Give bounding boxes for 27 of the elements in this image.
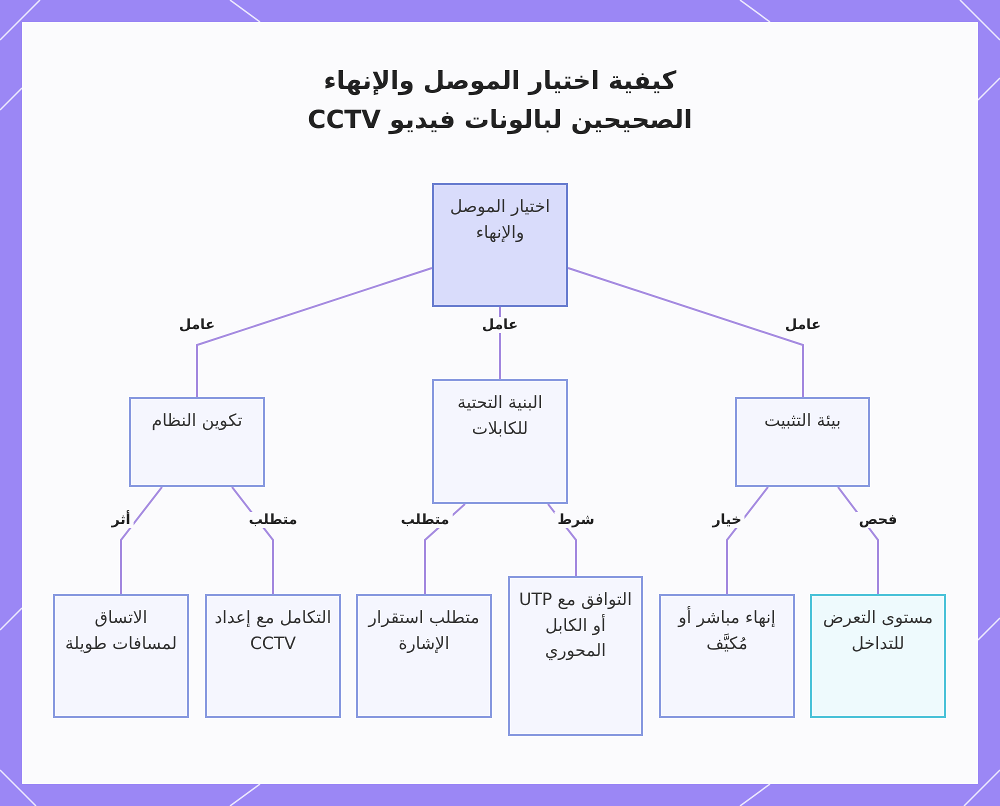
concept-box <box>432 183 568 307</box>
concept-box <box>129 397 265 487</box>
concept-box <box>53 594 189 718</box>
concept-box <box>205 594 341 718</box>
node-text: التوافق مع UTP أو الكابل المحوري <box>518 589 633 663</box>
connector-line <box>120 486 163 594</box>
edge-label: أثر <box>108 512 134 528</box>
node-text: مستوى التعرض للتداخل <box>822 607 934 656</box>
concept-box <box>659 594 795 718</box>
concept-box <box>432 379 568 504</box>
concept-box <box>508 576 643 736</box>
concept-box <box>810 594 946 718</box>
connector-line <box>196 267 432 397</box>
edge-label: خيار <box>709 512 745 528</box>
node-text: متطلب استقرار الإشارة <box>366 607 480 656</box>
node-text: إنهاء مباشر أو مُكيَّف <box>676 606 777 656</box>
concept-box <box>356 594 492 718</box>
connector-line <box>726 486 769 594</box>
node-text: اختيار الموصل والإنهاء <box>448 196 552 244</box>
node-text: بيئة التثبيت <box>764 410 841 433</box>
connector-line <box>568 267 804 397</box>
concept-box <box>735 397 870 487</box>
node-text: التكامل مع إعداد CCTV <box>214 607 332 656</box>
diagram-title: كيفية اختيار الموصل والإنهاء الصحيحين لبالونات فيديو CCTV <box>306 65 694 136</box>
node-text: تكوين النظام <box>152 410 242 433</box>
node-text: الاتساق لمسافات طويلة <box>64 607 178 656</box>
node-text: البنية التحتية للكابلات <box>456 392 544 440</box>
